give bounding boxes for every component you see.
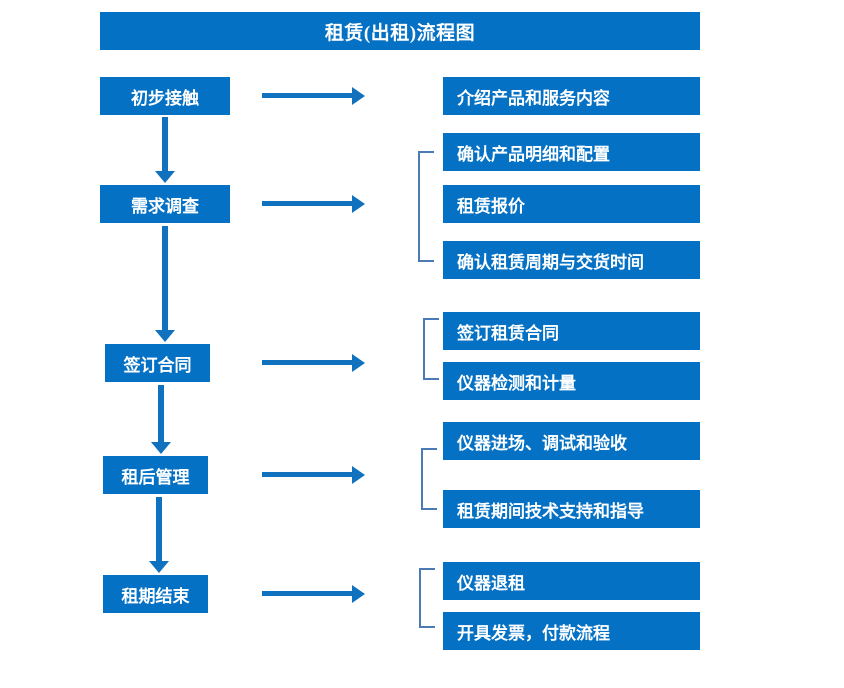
detail-box-5-2[interactable]: 开具发票，付款流程 <box>443 612 700 650</box>
stage-box-3[interactable]: 签订合同 <box>105 344 210 382</box>
detail-box-2-2[interactable]: 租赁报价 <box>443 185 700 223</box>
stage-box-4[interactable]: 租后管理 <box>103 456 208 494</box>
arrow-shaft <box>262 93 354 98</box>
arrow-shaft <box>262 472 354 477</box>
stage-box-2[interactable]: 需求调查 <box>100 185 230 223</box>
group-bracket-3 <box>423 318 439 380</box>
detail-box-4-1[interactable]: 仪器进场、调试和验收 <box>443 422 700 460</box>
arrow-shaft <box>262 201 354 206</box>
flow-arrow-4-to-5 <box>148 497 170 573</box>
detail-box-2-1[interactable]: 确认产品明细和配置 <box>443 133 700 171</box>
arrow-shaft <box>162 117 168 171</box>
flow-arrow-2-to-3 <box>154 226 176 342</box>
arrow-head <box>352 195 365 213</box>
page-title: 租赁(出租)流程图 <box>100 12 700 50</box>
detail-arrow-4 <box>262 466 365 484</box>
arrow-shaft <box>162 226 168 330</box>
flow-arrow-1-to-2 <box>154 117 176 183</box>
detail-box-1-1[interactable]: 介绍产品和服务内容 <box>443 77 700 115</box>
arrow-shaft <box>262 591 354 596</box>
detail-arrow-2 <box>262 195 365 213</box>
stage-box-1[interactable]: 初步接触 <box>100 77 230 115</box>
group-bracket-2 <box>418 151 434 262</box>
arrow-head <box>352 466 365 484</box>
flow-arrow-3-to-4 <box>150 385 172 454</box>
group-bracket-5 <box>419 568 435 628</box>
detail-arrow-3 <box>262 354 365 372</box>
detail-box-4-2[interactable]: 租赁期间技术支持和指导 <box>443 490 700 528</box>
arrow-head <box>352 354 365 372</box>
arrow-head <box>151 442 171 454</box>
detail-box-3-1[interactable]: 签订租赁合同 <box>443 312 700 350</box>
arrow-shaft <box>158 385 164 442</box>
arrow-head <box>149 561 169 573</box>
detail-box-2-3[interactable]: 确认租赁周期与交货时间 <box>443 241 700 279</box>
group-bracket-4 <box>421 448 437 510</box>
arrow-shaft <box>156 497 162 561</box>
arrow-head <box>352 585 365 603</box>
detail-box-5-1[interactable]: 仪器退租 <box>443 562 700 600</box>
arrow-head <box>352 87 365 105</box>
arrow-head <box>155 330 175 342</box>
arrow-head <box>155 171 175 183</box>
stage-box-5[interactable]: 租期结束 <box>103 575 208 613</box>
detail-arrow-1 <box>262 87 365 105</box>
detail-arrow-5 <box>262 585 365 603</box>
arrow-shaft <box>262 360 354 365</box>
detail-box-3-2[interactable]: 仪器检测和计量 <box>443 362 700 400</box>
